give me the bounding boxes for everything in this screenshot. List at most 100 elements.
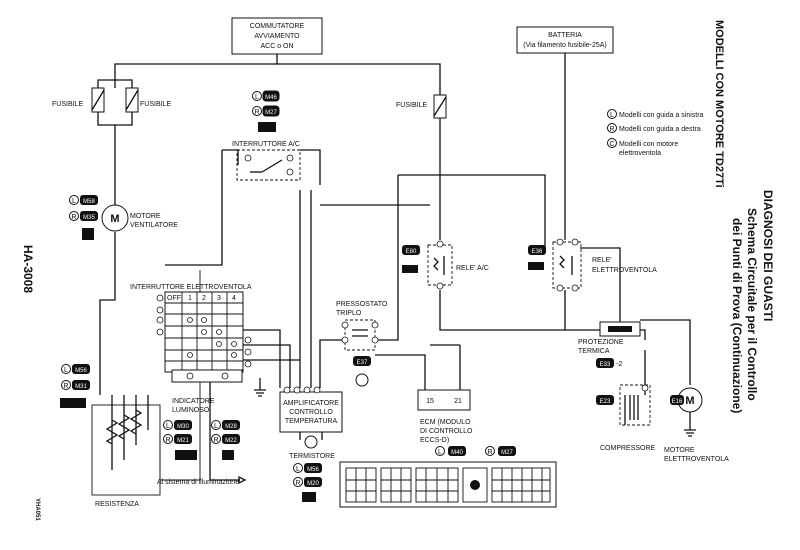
amplificatore-label-1: AMPLIFICATORE — [283, 400, 339, 407]
motel-conn: E16 — [672, 399, 683, 405]
amp-l2-tag: L — [214, 423, 218, 430]
pressostato-label-2: TRIPLO — [336, 310, 362, 317]
legend-r-text: Modelli con guida a destra — [619, 126, 701, 133]
intac-l-tag: L — [255, 94, 259, 101]
amp-r3-conn: M22 — [225, 438, 237, 444]
rele-elettroventola: RELE' ELETTROVENTOLA E36 — [528, 238, 657, 292]
schema-title-2: dei Punti di Prova (Continuazione) — [730, 218, 744, 413]
grid-header-4: 4 — [232, 295, 236, 302]
releel-conn: E36 — [532, 249, 543, 255]
releac-conn: E80 — [406, 249, 417, 255]
resistenza: RESISTENZA — [91, 404, 161, 508]
amplificatore-label-2: CONTROLLO — [289, 409, 333, 416]
resistenza-label: RESISTENZA — [95, 501, 139, 508]
resistenza-tags: L M56 R M31 — [60, 364, 90, 408]
term-l-conn: M56 — [307, 467, 319, 473]
grid-header-2: 2 — [202, 295, 206, 302]
press-conn: E37 — [357, 360, 368, 366]
grid-header-off: OFF — [167, 295, 181, 302]
fusibile-destra: FUSIBILE — [125, 87, 171, 113]
interruttore-elettro-label: INTERRUTTORE ELETTROVENTOLA — [130, 284, 252, 291]
legend-c-symbol: C — [609, 141, 614, 148]
ecm-pin-21: 21 — [454, 398, 462, 405]
intac-r-conn: M27 — [265, 110, 277, 116]
motore-elettro-label-2: ELETTROVENTOLA — [664, 456, 729, 463]
legend-r-symbol: R — [609, 126, 614, 133]
fusibile-a-label: FUSIBILE — [52, 101, 83, 108]
mot-l-tag: L — [72, 198, 76, 205]
pressostato-triplo: PRESSOSTATO TRIPLO E37 — [336, 301, 388, 387]
amp-r2-tag: R — [213, 437, 218, 444]
grid-header-3: 3 — [217, 295, 221, 302]
rele-ac-label: RELE' A/C — [456, 265, 489, 272]
rele-elettro-label-1: RELE' — [592, 257, 612, 264]
mot-r-tag: R — [71, 214, 76, 221]
legend-l-symbol: L — [610, 112, 614, 119]
batteria: BATTERIA (Via filamento fusibile-25A) — [516, 26, 614, 54]
protezione-termica: PROTEZIONE TERMICA E33 -2 — [578, 321, 641, 368]
illuminazione-label: Al sistema di illuminazione — [157, 479, 239, 486]
protezione-label-1: PROTEZIONE — [578, 339, 624, 346]
prot-conn: E33 — [600, 362, 611, 368]
grid-header-1: 1 — [188, 295, 192, 302]
diagnosi-title: DIAGNOSI DEI GUASTI — [761, 190, 775, 321]
legend-l-text: Modelli con guida a sinistra — [619, 112, 704, 119]
term-r-tag: R — [295, 480, 300, 487]
amplificatore-controllo-temperatura: AMPLIFICATORE CONTROLLO TEMPERATURA TERM… — [279, 386, 343, 502]
res-r-conn: M31 — [75, 384, 87, 390]
fusibile-b-label: FUSIBILE — [140, 101, 171, 108]
interruttore-ac-label: INTERRUTTORE A/C — [232, 141, 300, 148]
intac-l-conn: M46 — [265, 95, 277, 101]
rele-elettro-label-2: ELETTROVENTOLA — [592, 267, 657, 274]
fusibile-sinistra: FUSIBILE — [52, 87, 105, 113]
mot-l-conn: M58 — [83, 199, 95, 205]
amp-l-tag: L — [166, 423, 170, 430]
termistore-label: TERMISTORE — [289, 453, 335, 460]
amp-l-conn: M30 — [177, 424, 189, 430]
motore-vent-label-2: VENTILATORE — [130, 222, 178, 229]
ecm-label-1: ECM (MODULO — [420, 419, 471, 426]
term-l-tag: L — [296, 466, 300, 473]
commutatore-label-1: COMMUTATORE — [250, 23, 305, 30]
compressore: E23 COMPRESSORE — [596, 384, 656, 452]
comp-conn: E23 — [600, 399, 611, 405]
term-r-conn: M20 — [307, 481, 319, 487]
res-l-tag: L — [64, 367, 68, 374]
indicatore-label-1: INDICATORE — [172, 398, 215, 405]
commutatore-avviamento: COMMUTATORE AVVIAMENTO ACC o ON — [231, 17, 323, 55]
batteria-label: BATTERIA — [548, 32, 582, 39]
page-code: HA-3008 — [21, 245, 35, 293]
ecm-connector-block — [339, 461, 557, 508]
res-r-tag: R — [63, 383, 68, 390]
motor-m2-symbol: M — [685, 395, 694, 407]
motore-vent-label-1: MOTORE — [130, 213, 161, 220]
compressore-label: COMPRESSORE — [600, 445, 656, 452]
ecm-pin-15: 15 — [426, 398, 434, 405]
legend-c-text-2: elettroventola — [619, 150, 661, 157]
batteria-note: (Via filamento fusibile-25A) — [523, 42, 607, 49]
indicatore-label-2: LUMINOSO — [172, 407, 210, 414]
rele-ac: RELE' A/C E80 — [402, 240, 489, 290]
ecm-module: 15 21 ECM (MODULO DI CONTROLLO ECCS-D) L… — [417, 389, 516, 456]
motore-elettro-label-1: MOTORE — [664, 447, 695, 454]
amp-r-tag: R — [165, 437, 170, 444]
prot-suffix: -2 — [616, 361, 622, 368]
intac-r-tag: R — [254, 109, 259, 116]
figure-code: YHA051 — [34, 498, 40, 521]
amplificatore-label-3: TEMPERATURA — [285, 418, 338, 425]
ecm-l-conn: M40 — [451, 450, 463, 456]
indicatore-luminoso: INDICATORE LUMINOSO — [172, 398, 215, 414]
motor-m-symbol: M — [110, 213, 119, 225]
ecm-label-3: ECCS-D) — [420, 437, 449, 444]
ecm-l-tag: L — [438, 449, 442, 456]
schema-title-1: Schema Circuitale per il Controllo — [745, 208, 759, 401]
motore-elettroventola: M E16 MOTORE ELETTROVENTOLA — [664, 387, 729, 463]
motore-ventilatore: M MOTORE VENTILATORE L M58 R M35 — [69, 195, 178, 240]
ecm-r-tag: R — [487, 449, 492, 456]
protezione-label-2: TERMICA — [578, 348, 610, 355]
pressostato-label-1: PRESSOSTATO — [336, 301, 388, 308]
legend: L Modelli con guida a sinistra R Modelli… — [607, 109, 704, 157]
ecm-r-conn: M27 — [501, 450, 513, 456]
amp-r2-conn: M28 — [225, 424, 237, 430]
